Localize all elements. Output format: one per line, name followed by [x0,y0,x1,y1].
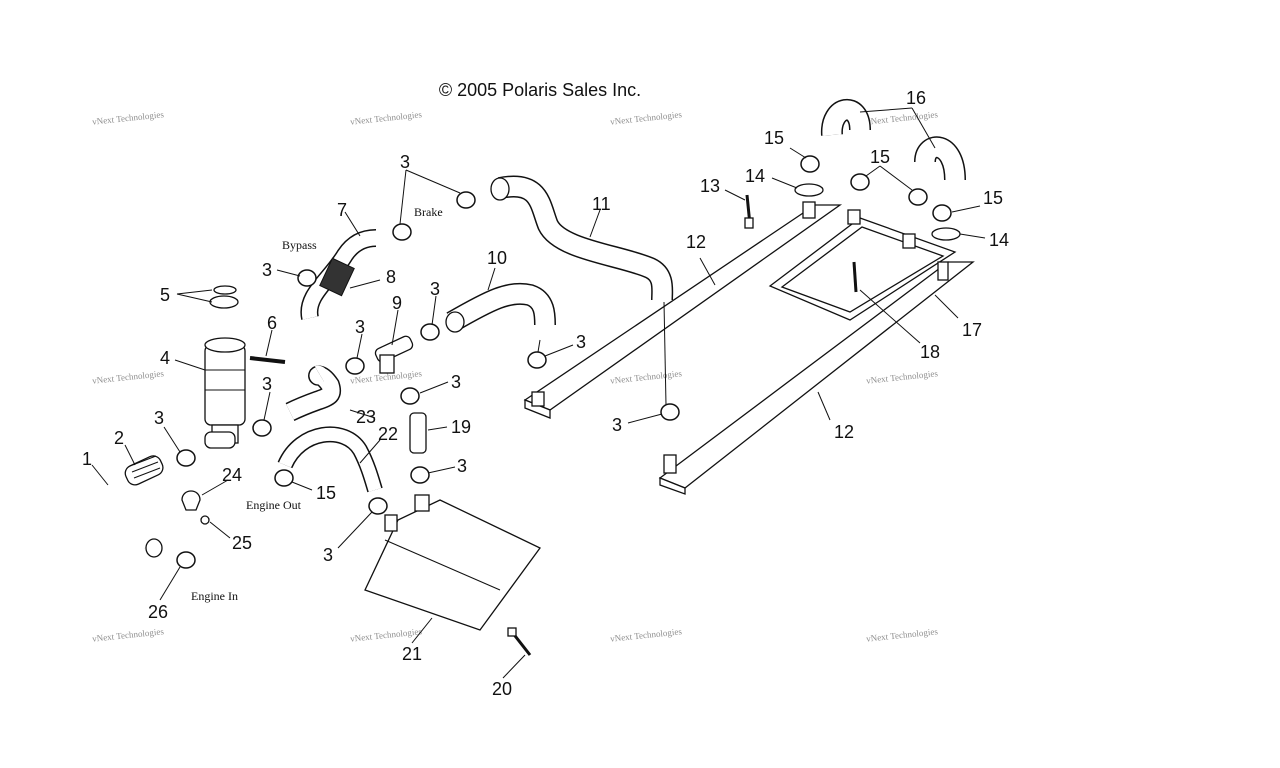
callout-3: 3 [400,152,410,172]
callout-8: 8 [386,267,396,287]
callout-19: 19 [451,417,471,437]
part-15-clamp [274,469,294,487]
part-14-fitting [802,201,816,219]
part-13-bolt [744,194,754,229]
callout-17: 17 [962,320,982,340]
callout-5: 5 [160,285,170,305]
part-24-bracket [181,490,201,511]
part-3-clamp [176,449,196,467]
part-12-rail-lower [658,261,975,495]
callout-14: 14 [989,230,1009,250]
callout-16: 16 [906,88,926,108]
callout-2: 2 [114,428,124,448]
callout-21: 21 [402,644,422,664]
part-14-washer [931,227,961,241]
callout-3: 3 [457,456,467,476]
part-9-tee [374,335,414,374]
part-3-clamp [527,351,547,369]
part-17-plate [768,209,957,321]
part-21-shield [364,494,541,631]
part-15-clamp [932,204,952,222]
callout-10: 10 [487,248,507,268]
part-3-clamp [400,387,420,405]
callout-12: 12 [686,232,706,252]
part-1-hose [105,474,163,558]
callout-15: 15 [983,188,1003,208]
callout-18: 18 [920,342,940,362]
callout-24: 24 [222,465,242,485]
part-20-bolt [507,627,532,656]
note-bypass: Bypass [282,238,317,252]
callout-labels: 1 2 3 4 5 6 3 3 7 8 3 3 9 3 10 11 3 3 19… [82,88,1009,699]
callout-3: 3 [154,408,164,428]
callout-13: 13 [700,176,720,196]
callout-12: 12 [834,422,854,442]
flow-notes: Bypass Brake Engine Out Engine In [191,205,443,603]
callout-1: 1 [82,449,92,469]
part-16-elbow [821,99,871,136]
part-3-clamp [392,223,412,241]
part-26-clamp [176,551,196,569]
callout-23: 23 [356,407,376,427]
part-19-tube [409,412,427,454]
callout-3: 3 [262,260,272,280]
part-18-bolt [852,261,858,293]
part-25-washer [200,515,210,525]
part-11-hose [490,175,674,301]
callout-14: 14 [745,166,765,186]
part-15-clamp [908,188,928,206]
callout-20: 20 [492,679,512,699]
callout-22: 22 [378,424,398,444]
part-15-clamp [800,155,820,173]
callout-9: 9 [392,293,402,313]
callout-3: 3 [576,332,586,352]
part-23-hose [285,365,342,422]
note-brake: Brake [414,205,443,219]
part-6-rod [249,356,286,364]
part-3-clamp [660,403,680,421]
callout-7: 7 [337,200,347,220]
part-3-clamp [420,323,440,341]
callout-3: 3 [430,279,440,299]
part-4-tank [204,337,246,449]
callout-25: 25 [232,533,252,553]
callout-15: 15 [764,128,784,148]
part-3-clamp [410,466,430,484]
callout-26: 26 [148,602,168,622]
note-engine-out: Engine Out [246,498,302,512]
part-3-clamp [456,191,476,209]
part-7-bypass-hose [300,229,377,320]
part-16-elbow [914,136,966,181]
part-2-coupler [124,455,164,486]
callout-3: 3 [323,545,333,565]
part-3-clamp [252,419,272,437]
part-3-clamp [297,269,317,287]
note-engine-in: Engine In [191,589,238,603]
part-5-caps [209,285,239,309]
callout-3: 3 [262,374,272,394]
part-22-hose [277,426,383,493]
copyright-notice: © 2005 Polaris Sales Inc. [438,80,642,100]
part-3-clamp [368,497,388,515]
part-15-clamp [850,173,870,191]
part-10-hose [445,282,556,333]
callout-3: 3 [612,415,622,435]
part-3-clamp [345,357,365,375]
callout-6: 6 [267,313,277,333]
callout-3: 3 [451,372,461,392]
callout-4: 4 [160,348,170,368]
leader-lines [91,107,986,679]
callout-11: 11 [592,194,611,214]
part-12-rail-upper [523,204,843,419]
callout-3: 3 [355,317,365,337]
callout-15: 15 [316,483,336,503]
part-14-washer [794,183,824,197]
callout-15: 15 [870,147,890,167]
